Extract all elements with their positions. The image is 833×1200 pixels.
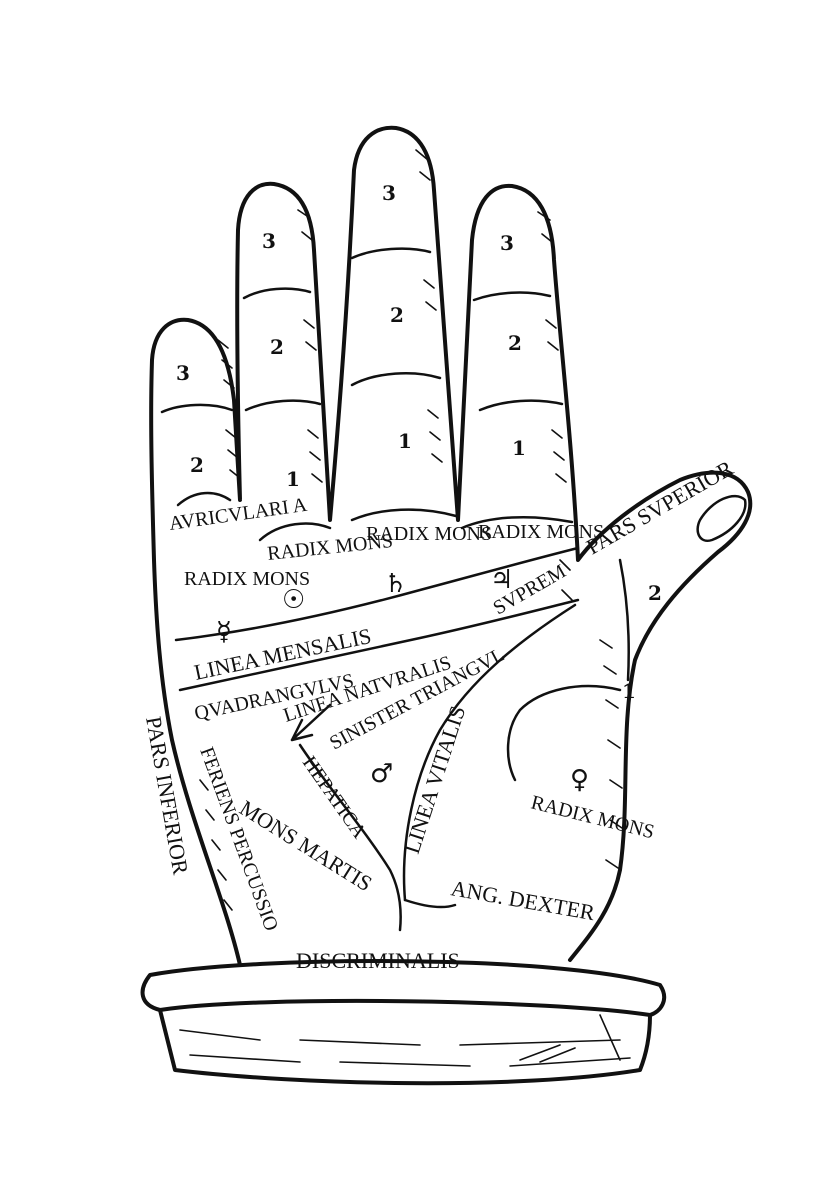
ring-finger-joint-3 bbox=[258, 522, 332, 542]
finger-hatching bbox=[199, 149, 623, 911]
label-radix-mons-little: RADIX MONS bbox=[184, 568, 310, 590]
middle-finger-joint-1 bbox=[350, 247, 432, 260]
label-feriens-percussio: FERIENS PERCUSSIO bbox=[195, 744, 282, 934]
thumb-mount-line bbox=[506, 684, 622, 782]
middle-finger-joint-2 bbox=[350, 372, 442, 387]
hand-outline bbox=[149, 125, 753, 967]
little-3: 3 bbox=[176, 361, 190, 385]
label-radix-mons-index: RADIX MONS bbox=[478, 521, 604, 543]
little-finger-joint-1 bbox=[160, 403, 234, 414]
phalanx-numerals: 3 2 3 2 1 3 2 1 3 2 1 2 1 bbox=[176, 181, 662, 703]
jupiter-symbol: ♃ bbox=[490, 565, 513, 595]
mars-symbol: ♂ bbox=[370, 759, 393, 789]
venus-symbol: ♀ bbox=[570, 765, 589, 795]
linea-hepatica bbox=[298, 743, 402, 932]
ring-finger-joint-1 bbox=[242, 287, 312, 300]
hepatic-arrow bbox=[290, 703, 332, 742]
label-radix-mons-middle: RADIX MONS bbox=[366, 523, 492, 545]
label-pars-superior: PARS SVPERIOR bbox=[582, 455, 738, 559]
ring-2: 2 bbox=[270, 335, 284, 359]
sleeve-cuff bbox=[140, 959, 667, 1086]
little-2: 2 bbox=[190, 453, 204, 477]
ring-1: 1 bbox=[286, 467, 300, 491]
index-finger-joint-1 bbox=[472, 291, 552, 302]
linea-vitalis bbox=[402, 603, 577, 902]
ang-dexter-line bbox=[403, 898, 457, 909]
label-linea-vitalis: LINEA VITALIS bbox=[399, 703, 470, 857]
index-2: 2 bbox=[508, 331, 522, 355]
middle-2: 2 bbox=[390, 303, 404, 327]
saturn-symbol: ♄ bbox=[384, 569, 407, 599]
linea-mensalis bbox=[174, 546, 580, 642]
label-ang-dexter: ANG. DEXTER bbox=[449, 875, 597, 925]
middle-finger-joint-3 bbox=[350, 508, 458, 522]
label-radix-mons-thumb: RADIX MONS bbox=[529, 792, 657, 844]
sun-symbol: ☉ bbox=[282, 585, 305, 615]
ring-3: 3 bbox=[262, 229, 276, 253]
label-discriminalis: DISCRIMINALIS bbox=[296, 948, 460, 973]
ring-finger-joint-2 bbox=[244, 399, 322, 412]
label-hepatica: HEPATICA bbox=[298, 752, 371, 843]
thumb-nail bbox=[696, 494, 747, 543]
thumb-2: 2 bbox=[648, 581, 662, 605]
index-finger-joint-2 bbox=[478, 399, 564, 412]
index-3: 3 bbox=[500, 231, 514, 255]
middle-3: 3 bbox=[382, 181, 396, 205]
little-finger-joint-2 bbox=[176, 491, 232, 507]
linea-naturalis bbox=[178, 598, 580, 692]
index-finger-joint-3 bbox=[460, 515, 574, 530]
index-1: 1 bbox=[512, 436, 526, 460]
mercury-symbol: ☿ bbox=[216, 617, 232, 647]
thumb-joint bbox=[618, 558, 630, 682]
middle-1: 1 bbox=[398, 429, 412, 453]
thumb-1: 1 bbox=[622, 679, 636, 703]
